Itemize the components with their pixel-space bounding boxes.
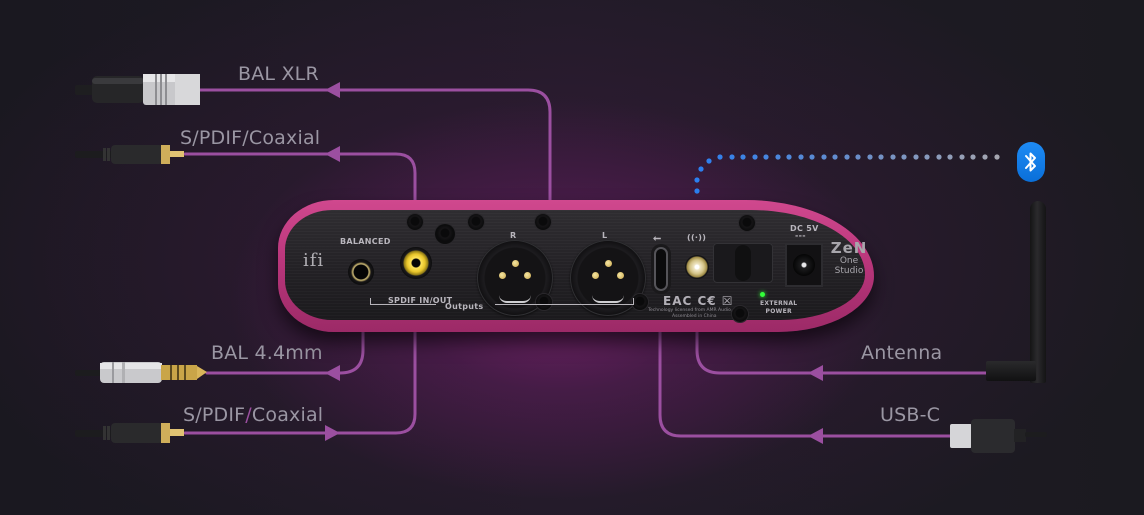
outputs-bracket-left: [370, 298, 436, 305]
certification-marks: EAC C€ ☒: [663, 294, 734, 308]
arrow-usbc: [808, 428, 823, 444]
spdif-toggle: [435, 224, 455, 244]
wire-bal-xlr: [198, 88, 552, 264]
usbc-port: [654, 247, 668, 291]
arrow-spdif-bottom: [325, 425, 340, 441]
screw: [632, 294, 648, 310]
xlr-r-label: R: [510, 231, 517, 240]
screw: [732, 306, 748, 322]
spdif-label: SPDIF IN/OUT: [388, 296, 453, 305]
usbc-plug: [950, 419, 1047, 453]
label-bal-44: BAL 4.4mm: [211, 342, 323, 364]
xlr-plug: [75, 74, 200, 105]
label-usbc: USB-C: [880, 404, 941, 426]
dc-symbol: ---: [795, 231, 806, 240]
ifi-logo: ifi: [303, 250, 325, 271]
model-line-one: One: [839, 256, 859, 266]
zen-one-studio-device: ifi BALANCED SPDIF IN/OUT R L Outputs ⭠: [278, 200, 874, 332]
rear-panel: ifi BALANCED SPDIF IN/OUT R L Outputs ⭠: [285, 210, 866, 322]
arrow-bal-xlr: [325, 82, 340, 98]
label-spdif-bottom-a: S/PDIF: [183, 404, 246, 426]
external-power-line2: POWER: [765, 308, 792, 315]
wire-usbc: [658, 288, 952, 438]
bal-44-plug: [75, 362, 207, 383]
fine-print-license: Technology licensed from AMR Audio, UK: [648, 308, 740, 313]
model-line-studio: Studio: [834, 266, 864, 276]
usb-icon: ⭠: [653, 233, 662, 244]
balanced-label: BALANCED: [340, 237, 391, 246]
wire-antenna: [695, 275, 989, 375]
zen-logo-text: ZeN: [830, 239, 868, 257]
screw: [468, 214, 484, 230]
arrow-spdif-top: [325, 146, 340, 162]
balanced-4-4mm-jack: [348, 259, 374, 285]
xlr-l-label: L: [602, 231, 608, 240]
label-spdif-bottom: S/PDIF/Coaxial: [183, 404, 323, 426]
dc-5v-input: [785, 243, 823, 287]
bluetooth-link-dots: [694, 154, 1000, 194]
fine-print-assembled: Assembled in China: [672, 314, 717, 319]
antenna-sma-port: [685, 255, 709, 279]
outputs-bracket-right: [495, 298, 634, 305]
rca-plug-bottom: [75, 423, 184, 443]
rca-plug-top: [75, 145, 184, 164]
external-power-line1: EXTERNAL: [760, 300, 798, 307]
wire-bal-44: [205, 275, 365, 375]
wire-spdif-top: [183, 152, 417, 260]
zen-one-studio-logo: ZeN One Studio: [829, 240, 869, 276]
bluetooth-glyph-icon: [1025, 152, 1036, 172]
outputs-label: Outputs: [445, 302, 484, 311]
screw: [407, 214, 423, 230]
label-spdif-top: S/PDIF/Coaxial: [180, 127, 321, 149]
arrow-bal-44: [325, 365, 340, 381]
label-antenna: Antenna: [861, 342, 943, 364]
screw: [536, 294, 552, 310]
wireless-icon: ((·)): [687, 233, 707, 242]
antenna-connector: [986, 361, 1036, 381]
screw: [535, 214, 551, 230]
spdif-rca-jack: [400, 247, 432, 279]
power-led: [760, 292, 765, 297]
label-bal-xlr: BAL XLR: [238, 63, 319, 85]
wire-spdif-bottom: [183, 272, 417, 435]
antenna: [1030, 201, 1046, 383]
power-switch: [713, 243, 773, 283]
label-spdif-bottom-b: Coaxial: [251, 404, 324, 426]
screw: [739, 215, 755, 231]
bluetooth-icon: [1017, 142, 1045, 182]
label-spdif-bottom-slash: /: [245, 404, 252, 426]
arrow-antenna: [808, 365, 823, 381]
dc-5v-label: DC 5V: [790, 224, 819, 233]
